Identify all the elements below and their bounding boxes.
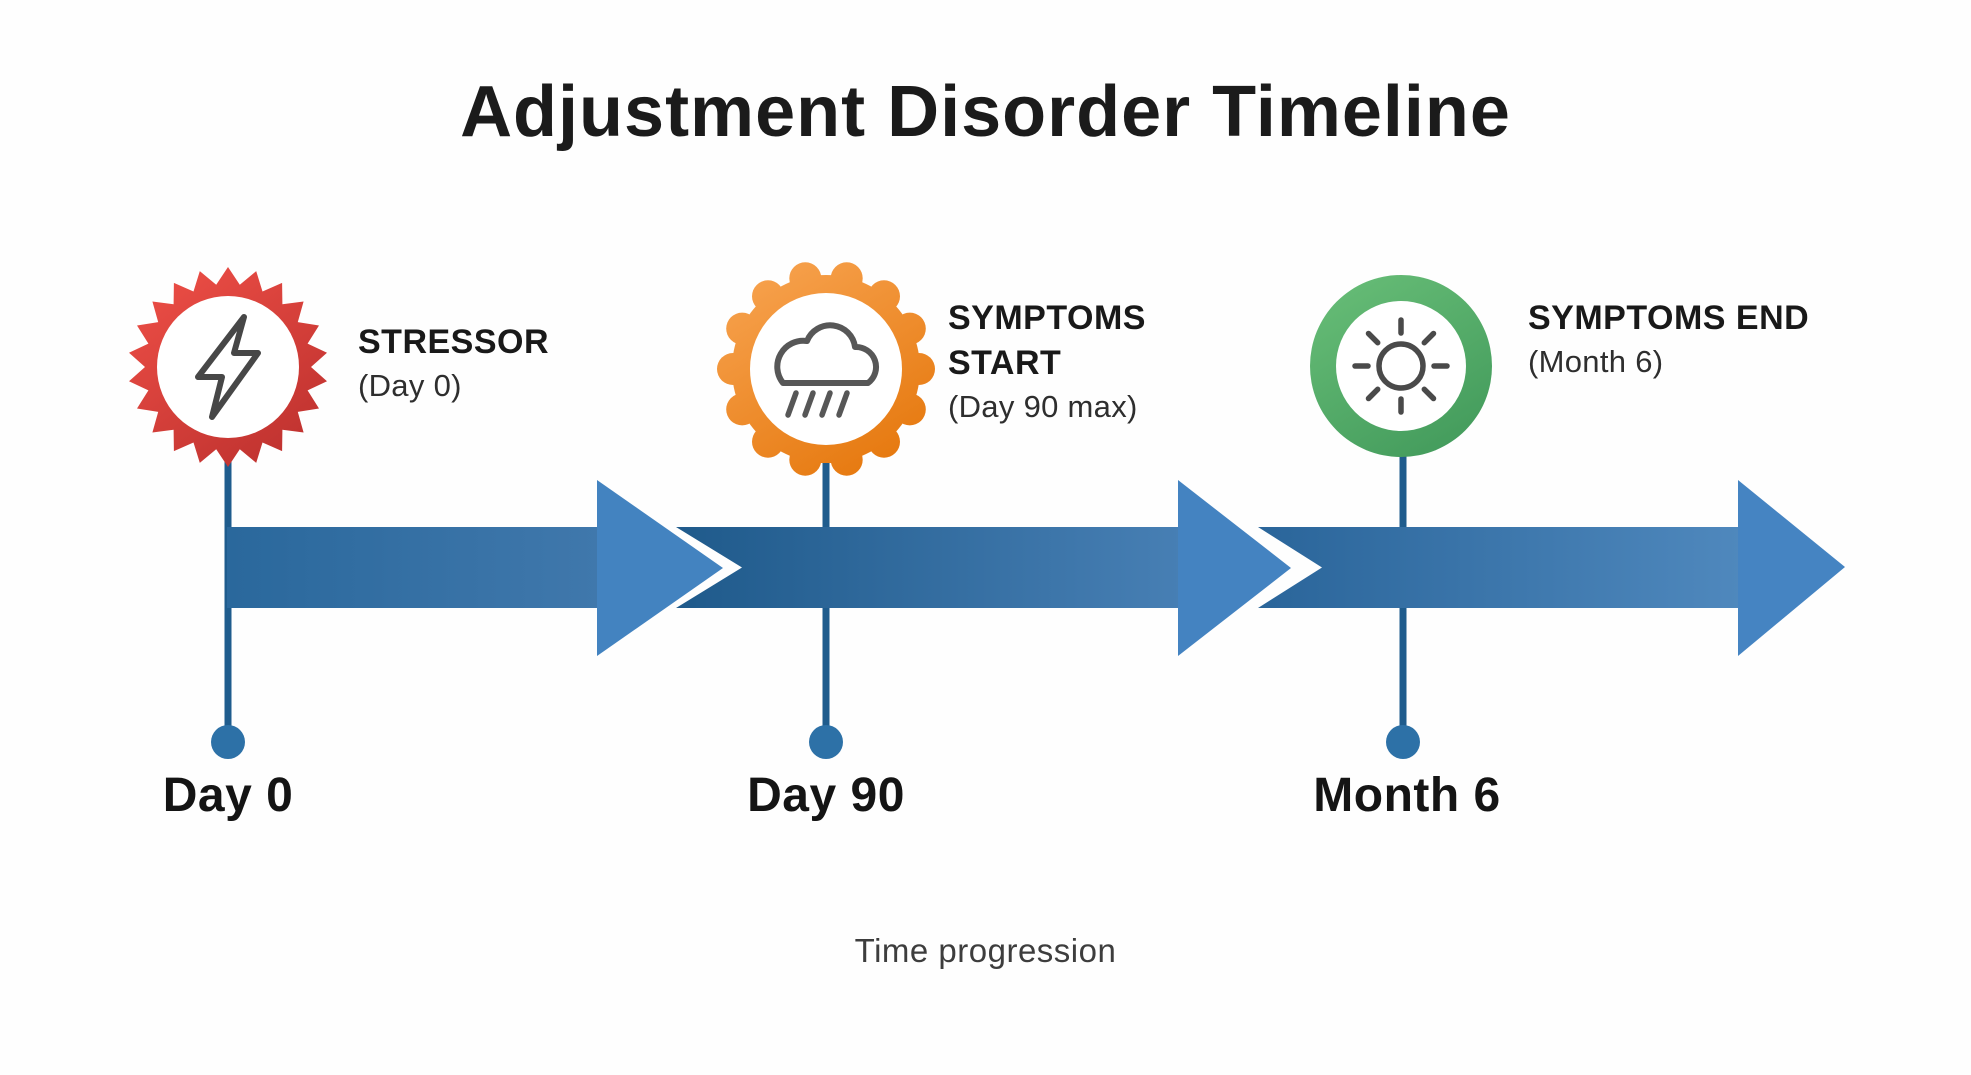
lightning-bolt-icon: [195, 314, 261, 420]
arrow-body: [676, 527, 1181, 608]
timeline-arrow-3: [1258, 480, 1845, 656]
milestone-label-symptoms-start: SYMPTOMS START (Day 90 max): [948, 296, 1258, 428]
symptoms-start-badge: [717, 262, 935, 476]
axis-label-month-6: Month 6: [1313, 769, 1501, 822]
arrow-body: [1258, 527, 1741, 608]
arrow-head: [1738, 480, 1845, 656]
milestone-dot: [211, 725, 245, 759]
milestone-title: SYMPTOMS START: [948, 299, 1146, 382]
rain-strokes: [785, 390, 850, 418]
arrow-head: [1178, 480, 1291, 656]
milestone-subtitle: (Day 90 max): [948, 389, 1138, 424]
arrow-head: [597, 480, 723, 656]
milestone-title: STRESSOR: [358, 323, 550, 361]
milestone-title: SYMPTOMS END: [1528, 299, 1810, 337]
rain-cloud-icon: [774, 322, 880, 418]
sun-icon: [1352, 317, 1450, 415]
milestone-label-symptoms-end: SYMPTOMS END (Month 6): [1528, 296, 1838, 383]
milestone-subtitle: (Month 6): [1528, 344, 1664, 379]
page-title: Adjustment Disorder Timeline: [460, 72, 1511, 152]
timeline-arrow-1: [227, 480, 723, 656]
milestone-dot: [1386, 725, 1420, 759]
cloud-outline: [774, 322, 880, 386]
badge-inner-circle: [750, 293, 902, 445]
milestone-label-stressor: STRESSOR (Day 0): [358, 320, 668, 407]
time-progression-caption: Time progression: [854, 932, 1117, 969]
milestone-subtitle: (Day 0): [358, 368, 462, 403]
stressor-badge: [129, 267, 327, 467]
timeline-arrow-2: [676, 480, 1291, 656]
axis-label-day-0: Day 0: [162, 769, 294, 822]
sun-rays: [1352, 317, 1450, 415]
symptoms-end-badge: [1310, 275, 1492, 457]
axis-label-day-90: Day 90: [747, 769, 905, 822]
milestone-dot: [809, 725, 843, 759]
badge-inner-circle: [157, 296, 299, 438]
arrow-body: [227, 527, 603, 608]
